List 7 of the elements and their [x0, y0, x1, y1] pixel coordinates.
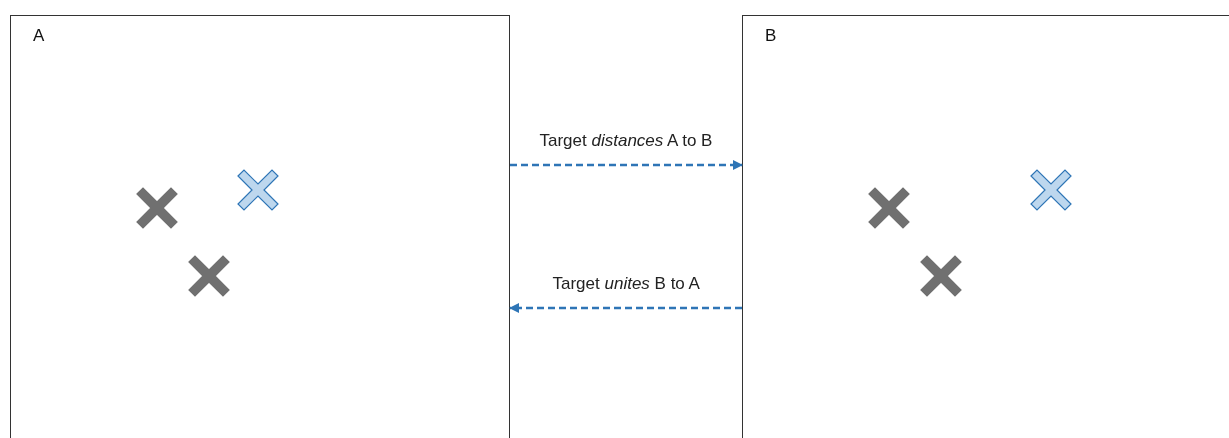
dashed-arrow	[509, 303, 742, 313]
panel-letter: B	[765, 26, 777, 46]
panel-frame	[10, 15, 510, 438]
edge-label: Target unites B to A	[549, 274, 703, 294]
dashed-arrow	[510, 160, 743, 170]
panel-frame	[742, 15, 1229, 438]
panel-letter: A	[33, 26, 45, 46]
